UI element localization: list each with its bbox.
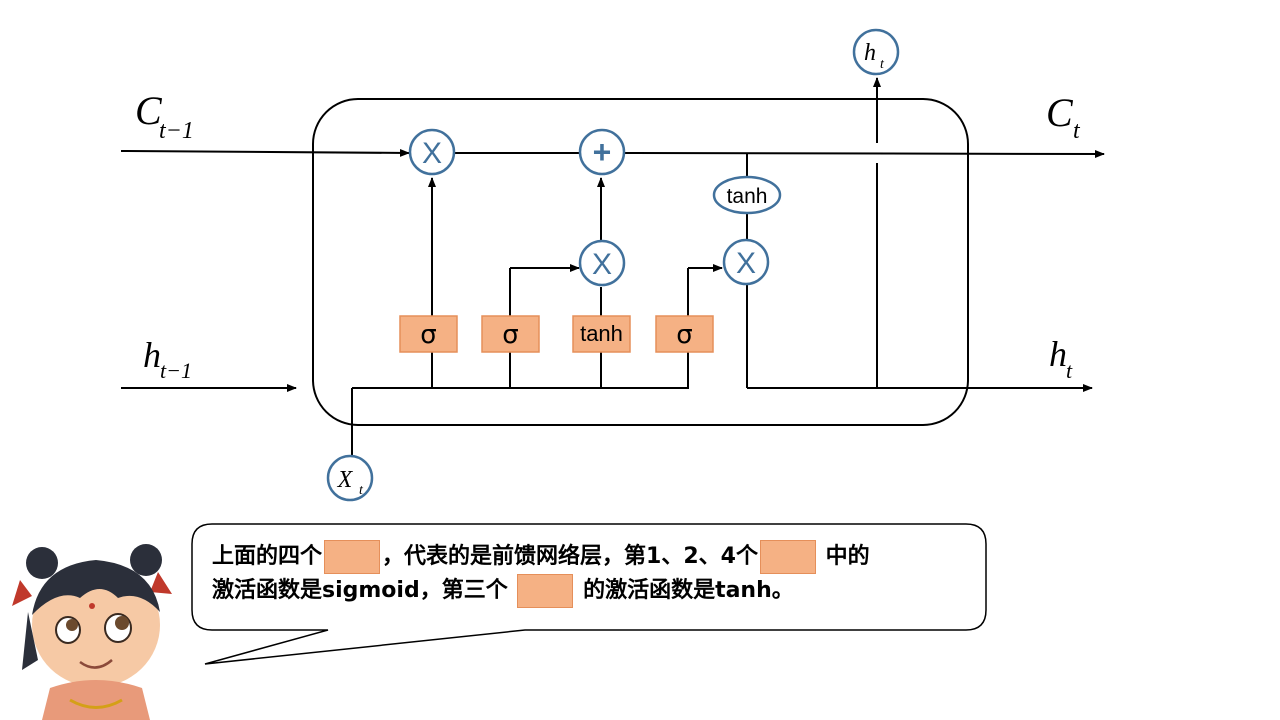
caption-line-1: 上面的四个，代表的是前馈网络层，第1、2、4个 中的: [212, 540, 992, 574]
svg-text:h: h: [1049, 334, 1067, 374]
svg-text:h: h: [143, 335, 161, 375]
svg-text:C: C: [135, 88, 163, 133]
label-h-prev: h t−1: [143, 335, 192, 383]
label-c-next: C t: [1046, 90, 1081, 144]
svg-text:X: X: [736, 247, 756, 280]
svg-text:tanh: tanh: [727, 185, 768, 208]
add-operator: +: [578, 128, 626, 176]
svg-text:X: X: [422, 137, 442, 170]
cell-state-line-out: [624, 149, 1105, 158]
gate-blank-3: [517, 574, 574, 608]
nezha-avatar: [10, 544, 180, 720]
cell-state-line-in: [120, 148, 410, 157]
svg-text:X: X: [337, 467, 354, 493]
label-c-prev: C t−1: [135, 88, 194, 144]
caption-text: 上面的四个，代表的是前馈网络层，第1、2、4个 中的 激活函数是sigmoid，…: [212, 540, 992, 608]
svg-text:tanh: tanh: [580, 321, 623, 346]
output-mult-operator: X: [722, 238, 770, 286]
svg-text:t: t: [359, 483, 364, 498]
svg-text:h: h: [864, 40, 876, 66]
gate-blank-1: [324, 540, 381, 574]
svg-text:t: t: [1073, 118, 1081, 144]
svg-text:σ: σ: [420, 320, 436, 350]
gate-tanh: tanh: [572, 315, 631, 353]
label-h-next: h t: [1049, 334, 1073, 383]
svg-text:+: +: [593, 134, 612, 170]
caption-line-2: 激活函数是sigmoid，第三个 的激活函数是tanh。: [212, 574, 992, 608]
forget-mult-operator: X: [408, 128, 456, 176]
svg-text:σ: σ: [676, 320, 692, 350]
svg-text:t: t: [1066, 358, 1073, 383]
svg-text:C: C: [1046, 90, 1074, 135]
tanh-cell-operator: tanh: [712, 175, 782, 215]
svg-text:σ: σ: [502, 320, 518, 350]
svg-text:t−1: t−1: [159, 118, 194, 144]
lstm-cell-box: [312, 98, 969, 426]
gate-sigma-3: σ: [655, 315, 714, 353]
gate-blank-2: [759, 540, 816, 574]
svg-text:t: t: [880, 57, 885, 72]
gate-sigma-2: σ: [481, 315, 540, 353]
svg-text:t−1: t−1: [160, 358, 192, 383]
x-input-node: X t: [326, 454, 374, 502]
h-out-node: h t: [852, 28, 900, 76]
input-mult-operator: X: [578, 239, 626, 287]
svg-text:X: X: [592, 248, 612, 281]
gate-sigma-1: σ: [399, 315, 458, 353]
